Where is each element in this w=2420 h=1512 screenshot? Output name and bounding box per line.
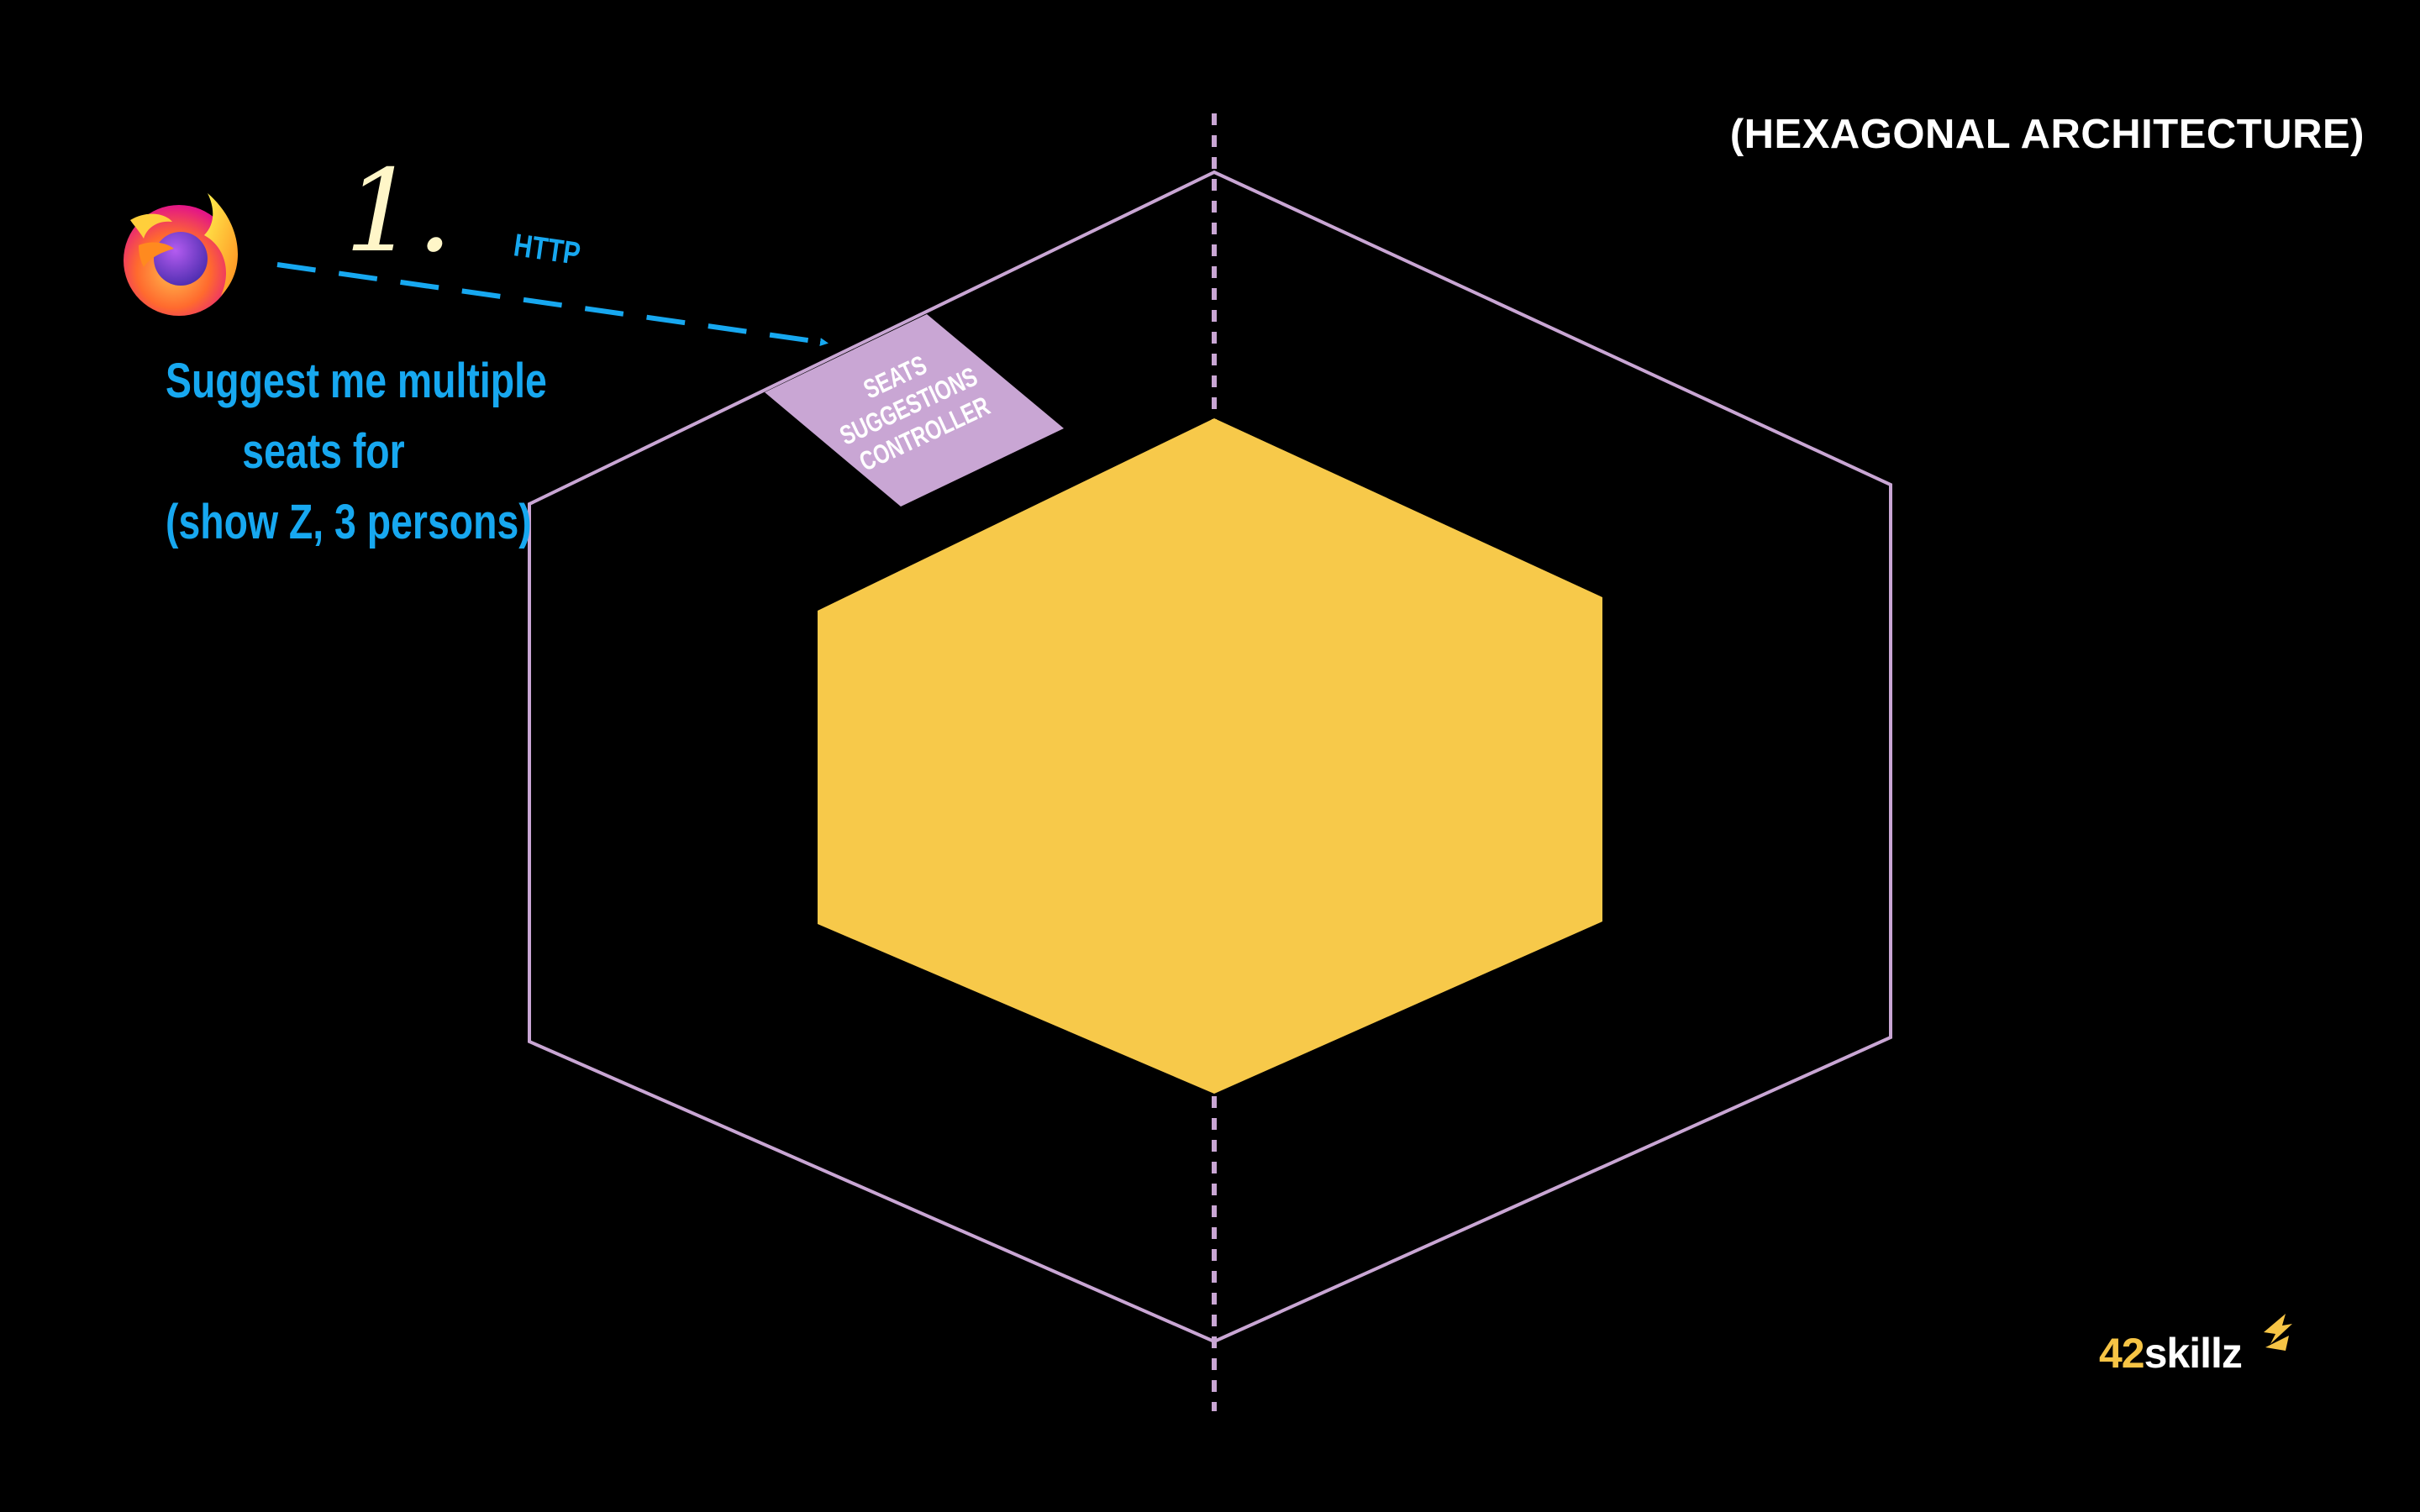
user-request-line: (show Z, 3 persons) [166,495,532,549]
slide-title: (HEXAGONAL ARCHITECTURE) [1729,112,2365,157]
firefox-logo-icon [124,193,239,316]
step-number: 1. [345,145,453,277]
42skillz-logo-icon [2264,1314,2292,1351]
seats-suggestions-controller-adapter[interactable]: SEATS SUGGESTIONS CONTROLLER [765,314,1064,507]
outer-hexagon [528,170,1892,1344]
brand-number: 42 [2099,1330,2145,1377]
user-request-line: seats for [242,424,405,479]
http-request-arrow [276,262,829,347]
adapter-shape [765,314,1064,507]
brand-word: skillz [2144,1330,2243,1377]
brand-wordmark: 42skillz [2099,1329,2243,1378]
inner-hexagon [818,418,1602,1094]
protocol-label: HTTP [512,228,582,272]
user-request-text: Suggest me multiple seats for (show Z, 3… [166,346,547,558]
brand-logo: 42skillz [2099,1310,2301,1386]
user-request-line: Suggest me multiple [166,354,547,408]
